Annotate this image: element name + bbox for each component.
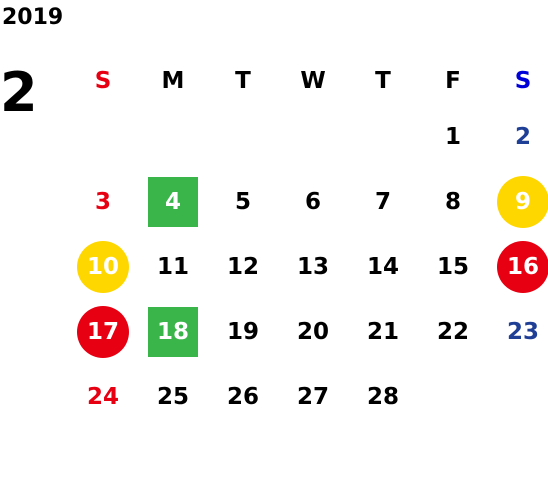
day-cell: 14 — [348, 241, 418, 293]
day-number: 17 — [86, 318, 119, 345]
day-cell: 16 — [488, 240, 548, 293]
day-cell: 15 — [418, 241, 488, 293]
day-cell: 21 — [348, 306, 418, 358]
red-circle-marker — [77, 305, 129, 358]
day-cell: 7 — [348, 176, 418, 228]
day-number: 26 — [226, 383, 259, 410]
day-cell: 18 — [138, 306, 208, 358]
day-number: 13 — [296, 253, 329, 280]
day-cell: 8 — [418, 176, 488, 228]
day-number: 12 — [226, 253, 259, 280]
weekday-tuesday: T — [235, 68, 251, 94]
day-number: 28 — [366, 383, 399, 410]
day-number: 15 — [436, 253, 469, 280]
day-number: 19 — [226, 318, 259, 345]
weekday-thursday: T — [375, 68, 391, 94]
day-cell: 1 — [418, 111, 488, 163]
day-number: 18 — [156, 318, 189, 345]
day-number: 4 — [164, 188, 181, 215]
day-number: 22 — [436, 318, 469, 345]
day-cell: 11 — [138, 241, 208, 293]
day-number: 9 — [514, 188, 531, 215]
day-cell: 4 — [138, 176, 208, 228]
weekday-header-row: S M T W T F S — [68, 58, 548, 104]
day-cell: 25 — [138, 371, 208, 423]
day-number: 8 — [444, 188, 461, 215]
yellow-circle-marker — [497, 175, 548, 228]
day-cell: 23 — [488, 306, 548, 358]
weekday-friday: F — [445, 68, 461, 94]
empty-day-cell — [68, 111, 138, 163]
empty-day-cell — [348, 111, 418, 163]
day-number: 5 — [234, 188, 251, 215]
day-cell: 12 — [208, 241, 278, 293]
year-label: 2019 — [2, 5, 64, 30]
empty-day-cell — [138, 111, 208, 163]
day-cell: 9 — [488, 175, 548, 228]
empty-day-cell — [278, 111, 348, 163]
day-cell: 2 — [488, 111, 548, 163]
day-cell: 26 — [208, 371, 278, 423]
day-cell: 6 — [278, 176, 348, 228]
day-cell: 27 — [278, 371, 348, 423]
empty-day-cell — [208, 111, 278, 163]
day-cell: 28 — [348, 371, 418, 423]
day-number: 24 — [86, 383, 119, 410]
weekday-wednesday: W — [300, 68, 326, 94]
weekday-sunday: S — [94, 68, 112, 94]
day-cell: 3 — [68, 176, 138, 228]
day-number: 7 — [374, 188, 391, 215]
red-circle-marker — [497, 240, 548, 293]
day-number: 1 — [444, 123, 461, 150]
day-number: 20 — [296, 318, 329, 345]
day-number: 25 — [156, 383, 189, 410]
day-cell: 22 — [418, 306, 488, 358]
weekday-saturday: S — [514, 68, 532, 94]
day-cell: 10 — [68, 240, 138, 293]
day-number: 21 — [366, 318, 399, 345]
day-cell: 19 — [208, 306, 278, 358]
month-number: 2 — [0, 61, 38, 124]
empty-day-cell — [488, 371, 548, 423]
week-row: 3 4 5 6 7 8 9 — [68, 169, 548, 234]
day-number: 14 — [366, 253, 399, 280]
green-square-marker — [148, 306, 198, 357]
day-number: 16 — [506, 253, 539, 280]
day-number: 11 — [156, 253, 189, 280]
day-number: 3 — [94, 188, 111, 215]
day-cell: 17 — [68, 305, 138, 358]
day-number: 10 — [86, 253, 119, 280]
day-cell: 5 — [208, 176, 278, 228]
day-number: 23 — [506, 318, 539, 345]
week-row: 17 18 19 20 21 22 23 — [68, 299, 548, 364]
weekday-monday: M — [161, 68, 185, 94]
day-cell: 13 — [278, 241, 348, 293]
week-row: 24 25 26 27 28 — [68, 364, 548, 429]
week-row: 10 11 12 13 14 15 16 — [68, 234, 548, 299]
empty-day-cell — [418, 371, 488, 423]
day-number: 2 — [514, 123, 531, 150]
day-cell: 20 — [278, 306, 348, 358]
day-cell: 24 — [68, 371, 138, 423]
day-number: 6 — [304, 188, 321, 215]
yellow-circle-marker — [77, 240, 129, 293]
green-square-marker — [148, 176, 198, 227]
day-number: 27 — [296, 383, 329, 410]
